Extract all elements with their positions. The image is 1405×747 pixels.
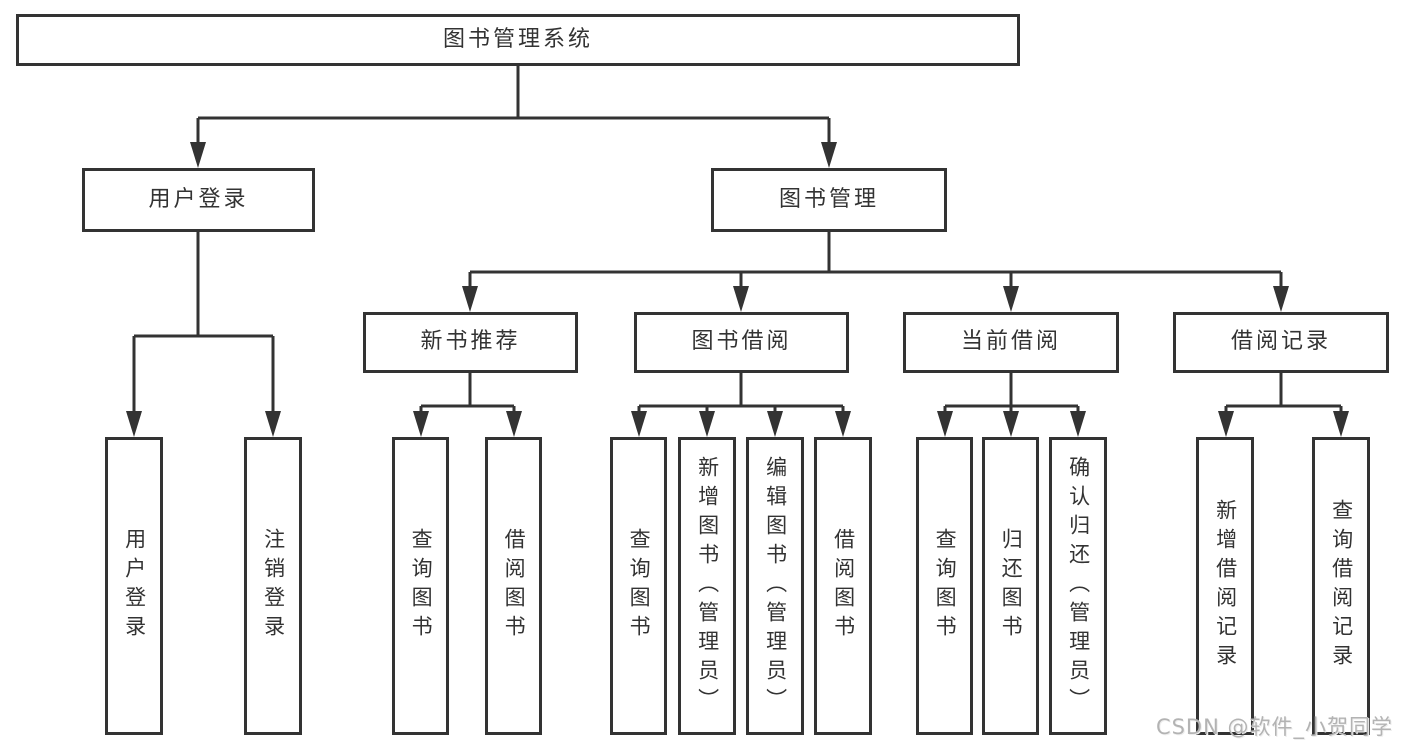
arrowhead xyxy=(631,411,647,437)
node-user-login-branch: 用户登录 xyxy=(82,168,315,232)
arrowhead xyxy=(699,411,715,437)
node-label: 编辑图书（管理员） xyxy=(763,455,788,717)
edge-borrow-records-to-leaves xyxy=(1224,373,1343,414)
node-label: 新增借阅记录 xyxy=(1213,499,1238,673)
node-book-management: 图书管理 xyxy=(711,168,947,232)
arrowhead xyxy=(462,286,478,312)
node-label: 图书借阅 xyxy=(691,329,792,355)
node-label: 借阅图书 xyxy=(502,528,527,644)
node-label: 借阅记录 xyxy=(1230,329,1331,355)
arrowhead xyxy=(506,411,522,437)
arrowhead xyxy=(1273,286,1289,312)
edge-book-management-to-level3 xyxy=(468,232,1283,290)
leaf-logout: 注销登录 xyxy=(244,437,302,735)
node-book-borrowing: 图书借阅 xyxy=(634,312,849,373)
node-label: 查询图书 xyxy=(627,528,652,644)
leaf-query-books-recommend: 查询图书 xyxy=(392,437,449,735)
node-label: 用户登录 xyxy=(122,528,147,644)
node-label: 用户登录 xyxy=(148,186,249,212)
leaf-query-borrow-record: 查询借阅记录 xyxy=(1312,437,1370,735)
node-label: 注销登录 xyxy=(261,528,286,644)
leaf-user-login: 用户登录 xyxy=(105,437,163,735)
edge-current-borrowing-to-leaves xyxy=(943,373,1080,414)
leaf-add-book-admin: 新增图书（管理员） xyxy=(678,437,736,735)
node-label: 图书管理系统 xyxy=(442,26,593,52)
arrowhead xyxy=(1218,411,1234,437)
node-label: 当前借阅 xyxy=(960,329,1061,355)
node-label: 图书管理 xyxy=(778,186,879,212)
arrowhead xyxy=(835,411,851,437)
arrowhead xyxy=(821,142,837,168)
leaf-query-books-borrowing: 查询图书 xyxy=(610,437,667,735)
leaf-borrow-books-borrowing: 借阅图书 xyxy=(814,437,872,735)
leaf-return-books: 归还图书 xyxy=(982,437,1039,735)
arrowhead xyxy=(937,411,953,437)
edge-book-borrowing-to-leaves xyxy=(637,373,845,414)
arrowhead xyxy=(767,411,783,437)
arrowhead xyxy=(1003,411,1019,437)
leaf-borrow-books-recommend: 借阅图书 xyxy=(485,437,542,735)
node-borrow-records: 借阅记录 xyxy=(1173,312,1389,373)
arrowhead xyxy=(1070,411,1086,437)
arrowhead xyxy=(190,142,206,168)
arrowhead xyxy=(1333,411,1349,437)
node-current-borrowing: 当前借阅 xyxy=(903,312,1119,373)
arrowhead xyxy=(1003,286,1019,312)
node-new-book-recommend: 新书推荐 xyxy=(363,312,578,373)
leaf-query-books-current: 查询图书 xyxy=(916,437,973,735)
node-label: 新增图书（管理员） xyxy=(695,455,720,717)
arrowhead xyxy=(413,411,429,437)
leaf-edit-book-admin: 编辑图书（管理员） xyxy=(746,437,804,735)
node-label: 查询借阅记录 xyxy=(1329,499,1354,673)
node-label: 归还图书 xyxy=(999,528,1024,644)
leaf-confirm-return-admin: 确认归还（管理员） xyxy=(1049,437,1107,735)
node-label: 新书推荐 xyxy=(420,329,521,355)
node-label: 查询图书 xyxy=(933,528,958,644)
arrowhead xyxy=(265,411,281,437)
node-label: 查询图书 xyxy=(409,528,434,644)
leaf-add-borrow-record: 新增借阅记录 xyxy=(1196,437,1254,735)
node-label: 确认归还（管理员） xyxy=(1066,455,1091,717)
node-root: 图书管理系统 xyxy=(16,14,1020,66)
arrowhead xyxy=(126,411,142,437)
edge-root-to-level2 xyxy=(196,66,831,146)
edge-user-login-to-leaves xyxy=(132,232,275,413)
node-label: 借阅图书 xyxy=(831,528,856,644)
edge-new-book-recommend-to-leaves xyxy=(419,373,516,414)
arrowhead xyxy=(733,286,749,312)
watermark: CSDN @软件_小贺同学 xyxy=(1155,715,1393,739)
